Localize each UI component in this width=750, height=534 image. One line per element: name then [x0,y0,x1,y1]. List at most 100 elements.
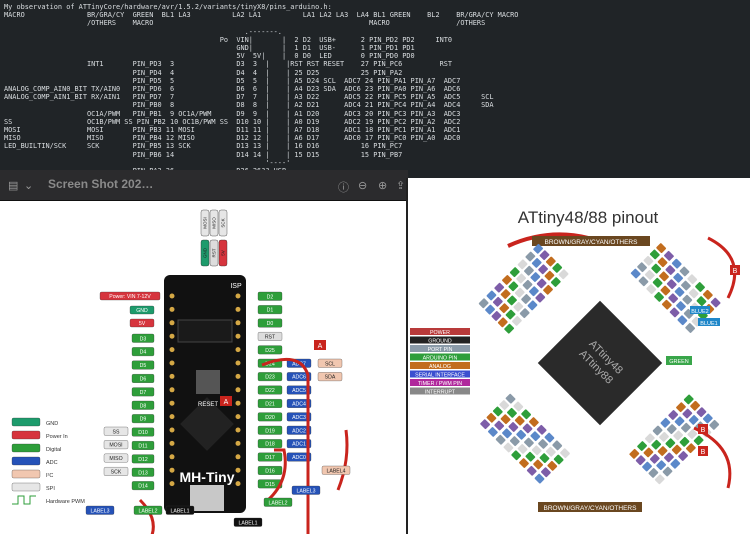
svg-text:POWER: POWER [430,330,450,336]
left-pin-d11: D11 [131,441,155,450]
pin-leg [516,429,527,440]
right-pin-d0: D0 [257,318,283,328]
svg-text:ADC0: ADC0 [292,455,306,461]
bottom-label-6: LABEL4 [321,465,351,475]
header-hole [235,373,241,379]
callout-b2: B [701,427,706,434]
pin-leg [500,414,511,425]
pin-leg [544,432,555,443]
sidebar-toggle-icon[interactable]: ▤ [8,180,19,192]
svg-text:5V: 5V [139,321,146,327]
bottom-label-1: LABEL2 [133,505,163,515]
header-hole [235,454,241,460]
wire-b [266,448,287,502]
left-pin-d6: D6 [131,374,155,383]
pin-leg [649,249,660,260]
adc-pin-adc5: ADC5 [286,385,312,395]
pin-leg [671,258,682,269]
pin-leg [521,409,531,420]
pin-leg [534,473,545,484]
chevron-down-icon[interactable]: ⌄ [24,180,34,192]
pin-leg [682,408,693,419]
pin-leg [654,474,665,485]
right-legend-item: ARDUINO PIN [410,353,470,361]
adc-pin-adc2: ADC2 [286,425,312,435]
share-icon[interactable]: ⇪ [396,180,406,192]
zoom-in-icon[interactable]: ⊕ [378,180,388,192]
header-hole [235,400,241,406]
svg-text:MOSI: MOSI [203,217,208,229]
adc-pin-adc0: ADC0 [286,452,312,462]
svg-text:LABEL3: LABEL3 [296,488,315,494]
svg-text:ADC4: ADC4 [292,402,306,408]
pin-leg [513,401,524,412]
svg-text:SDA: SDA [325,375,336,381]
pin-leg [670,458,681,469]
pin-leg [679,436,690,447]
pin-leg [679,266,690,277]
left-pin-d8: D8 [131,400,155,410]
svg-text:TIMER / PWM PIN: TIMER / PWM PIN [418,381,462,387]
pin-leg [651,263,662,274]
pin-leg [505,309,516,320]
svg-text:D12: D12 [138,457,148,463]
svg-text:D24: D24 [265,361,275,367]
pin-leg [508,422,519,432]
svg-text:D8: D8 [140,403,147,409]
window-title: Screen Shot 202… [48,177,154,191]
info-icon[interactable]: ⓘ [338,182,349,194]
zoom-out-icon[interactable]: ⊖ [358,180,368,192]
pin-leg [536,424,547,435]
right-pin-d1: D1 [257,305,283,315]
left-pin-d10: D10 [131,427,155,437]
wire-a [261,357,310,534]
pin-leg [688,415,699,425]
svg-text:5V: 5V [221,250,226,256]
pin-leg [492,296,503,307]
svg-text:INTERRUPT: INTERRUPT [425,389,456,395]
pin-leg [652,277,663,288]
spi-pin-ss: SS [103,426,129,436]
pin-leg [690,400,700,411]
pin-leg [702,413,713,424]
pin-leg [649,453,660,464]
pin-leg [676,402,686,413]
svg-text:D25: D25 [265,348,275,354]
right-legend-item: TIMER / PWM PIN [410,379,470,387]
pin-leg [530,272,541,282]
tag-blue2-text: BLUE2 [691,309,708,315]
pin-leg [552,263,563,273]
pin-leg [560,448,570,459]
callout-a2: A [224,399,229,406]
pin-leg [657,257,668,268]
header-hole [235,467,241,473]
pin-leg [530,431,541,442]
right-pin-d20: D20 [257,412,283,422]
pin-leg [531,445,542,456]
svg-text:D22: D22 [265,388,275,394]
pin-leg [508,281,519,292]
svg-text:SCK: SCK [221,218,226,227]
pin-leg [507,407,517,418]
right-legend-item: ANALOG [410,362,470,370]
svg-text:D21: D21 [265,402,275,408]
right-legend-item: POWER [410,328,470,336]
pin-leg [662,466,673,477]
left-pin-d3: D3 [131,333,155,343]
terminal-window[interactable]: My observation of ATTinyCore/hardware/av… [0,0,750,178]
svg-text:D1: D1 [267,308,274,314]
pin-leg [494,282,505,293]
pin-leg [695,282,705,292]
bottom-label-3: LABEL1 [233,517,263,527]
pin-leg [665,265,676,275]
wire-c [336,429,349,491]
pin-leg [673,272,684,283]
pin-leg [674,287,685,297]
header-hole [169,360,175,366]
callout-b3: B [701,449,706,456]
svg-text:MOSI: MOSI [109,443,122,449]
pin-leg [531,258,542,268]
pin-leg [659,432,669,442]
pin-leg [668,410,679,420]
